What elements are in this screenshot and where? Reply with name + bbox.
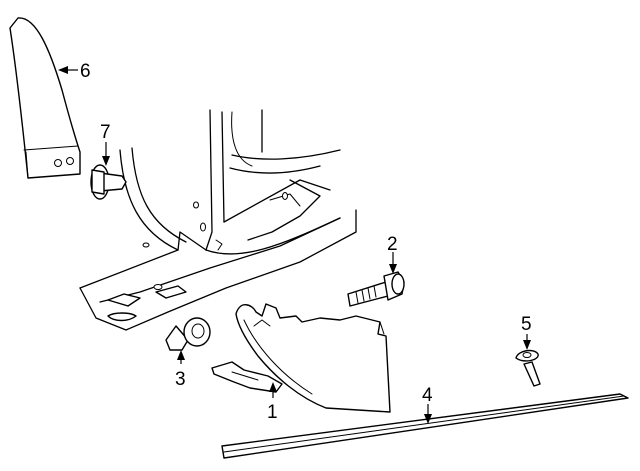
callout-7: 7 xyxy=(100,122,111,143)
part-4-molding-strip xyxy=(221,393,629,459)
callout-5: 5 xyxy=(521,314,532,335)
vehicle-body-structure xyxy=(79,109,357,331)
callout-6: 6 xyxy=(80,61,91,82)
callout-4: 4 xyxy=(422,385,433,406)
part-1-splash-shield xyxy=(211,303,391,413)
callout-leaders xyxy=(58,66,531,424)
part-6-trim-piece xyxy=(9,17,81,179)
callout-3: 3 xyxy=(175,369,186,390)
part-7-push-pin xyxy=(90,164,127,200)
callout-1: 1 xyxy=(267,402,278,423)
part-2-bolt xyxy=(347,271,405,307)
callout-2: 2 xyxy=(387,234,398,255)
part-5-fastener xyxy=(515,349,541,387)
part-3-grommet xyxy=(165,317,211,351)
